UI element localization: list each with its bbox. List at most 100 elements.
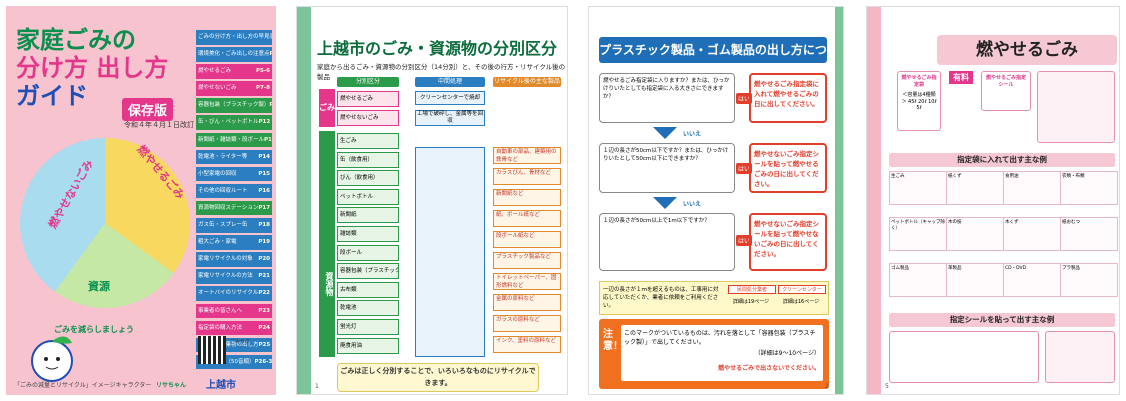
toc-item-label: 新聞紙・雑誌類・段ボール — [198, 136, 265, 143]
toc-item-page: P7-8 — [256, 85, 270, 92]
section-bag-examples: 指定袋に入れて出す主な例 — [889, 153, 1115, 167]
toc-item-page: P26-34 — [254, 358, 273, 365]
burnable-example-item: CD・DVD — [1003, 263, 1061, 297]
process-crushing: 工場で破砕し、金属等を回収 — [415, 110, 485, 126]
question-3: １辺の長さが50cm以上で1m以下ですか？ — [599, 213, 735, 271]
toc-item[interactable]: その他の回収ルート P16 — [196, 183, 272, 199]
burnable-example-label: ゴム製品 — [891, 266, 909, 271]
shigen-category-item: 蛍光灯 — [337, 319, 399, 335]
burnable-example-item: プラ製品 — [1060, 263, 1118, 297]
paid-badge: 有料 — [949, 71, 973, 84]
no-label-1: いいえ — [683, 131, 702, 138]
yes-label-1: はい — [736, 93, 753, 104]
shigen-category-item: 古布類 — [337, 281, 399, 298]
toc-item-label: 粗大ごみ・家電 — [198, 239, 237, 246]
toc-item[interactable]: 容器包装（プラスチック製）P9-11 — [196, 98, 272, 113]
caution-text: このマークがついているものは、汚れを落として「容器包装（プラスチック製）」で出し… — [624, 330, 816, 346]
recycle-product-item: 金属の原料など — [493, 294, 561, 311]
toc-item[interactable]: 環境美化・ごみ出しの注意点P3-4 — [196, 47, 272, 62]
burnable-example-item: 革製品 — [946, 263, 1004, 297]
column-header-category: 分別区分 — [337, 77, 399, 87]
burnable-example-label: 木くず — [1005, 220, 1019, 225]
recycle-product-item: 段ボール紙など — [493, 231, 561, 248]
page-number: 2 — [825, 383, 829, 390]
toc-item-page: P3-4 — [269, 51, 272, 58]
toc-item-label: その他の回収ルート — [198, 187, 248, 194]
burnable-example-label: 革製品 — [948, 266, 962, 271]
plastic-disposal-page: プラスチック製品・ゴム製品の出し方について 燃やせるごみ指定袋に入りますか？また… — [588, 6, 844, 395]
oversize-text: 一辺の長さが１ｍを超えるものは、工事用に対応していただくか、業者に依頼をご利用く… — [603, 287, 719, 309]
toc-item-page: P17 — [258, 204, 271, 211]
table-of-contents: ごみの分け方・出し方の早見表P1-2 環境美化・ごみ出しの注意点P3-4 燃やせるご… — [196, 30, 272, 372]
section-sticker-examples: 指定シールを貼って出す主な例 — [889, 313, 1115, 327]
page-title: 燃やせるごみ — [937, 35, 1117, 65]
recycle-product-item: トイレットペーパー、固形燃料など — [493, 273, 561, 290]
shigen-category-item: 廃食用油 — [337, 337, 399, 354]
toc-item-label: 燃やせないごみ — [198, 85, 237, 92]
shigen-category-item: 容器包装（プラスチック製） — [337, 263, 399, 280]
burnable-example-item: 生ごみ — [889, 171, 947, 205]
toc-item-page: P24 — [258, 324, 270, 331]
mascot-caption: 「ごみの減量とリサイクル」イメージキャラクター — [14, 382, 152, 389]
group-gomi: ごみ — [319, 89, 335, 127]
toc-item-label: ごみの分け方・出し方の早見表 — [198, 34, 272, 40]
burnable-example-label: CD・DVD — [1005, 266, 1027, 271]
toc-item-label: 資源物回収ステーション — [198, 204, 259, 211]
toc-item-page: P21 — [258, 273, 270, 280]
label-resource: 資源 — [88, 280, 110, 293]
caution-box: 注意！！ このマークがついているものは、汚れを落として「容器包装（プラスチック製… — [599, 319, 829, 389]
burnable-example-item: 衣類・布類 — [1060, 171, 1118, 205]
tag-private-disposer: 民間処分業者 — [728, 285, 776, 294]
shigen-category-item: 雑誌類 — [337, 226, 399, 242]
page-edge-strip — [867, 7, 881, 394]
process-incineration: クリーンセンターで焼却 — [415, 91, 485, 105]
burnable-example-item: 食用油 — [1003, 171, 1061, 205]
burnable-example-label: 木の枝 — [948, 220, 962, 225]
gomi-category-item: 燃やせないごみ — [337, 110, 399, 126]
caution-label: 注意！！ — [603, 329, 633, 352]
page-number: 1 — [315, 383, 319, 390]
burnable-example-label: 食用油 — [1005, 174, 1019, 179]
toc-item[interactable]: 燃やせないごみ P7-8 — [196, 81, 272, 96]
city-logo: 上越市 — [206, 380, 236, 391]
burnable-example-label: 生ごみ — [891, 174, 905, 179]
shigen-category-item: びん（飲食用） — [337, 170, 399, 187]
toc-item-label: 容器包装（プラスチック製） — [198, 102, 270, 109]
cover-title-line2: 分け方 出し方 — [16, 54, 169, 82]
recycle-product-item: 紙、ボール紙など — [493, 210, 561, 227]
column-header-process: 中間処理 — [415, 77, 485, 87]
slogan-text: ごみを減らしましょう — [54, 325, 134, 334]
sorting-categories-page: 上越市のごみ・資源物の分別区分 家庭から出るごみ・資源物の分別区分（14分別）と… — [296, 6, 568, 395]
bag-sizes: ＜容量は4種類＞ 45ℓ 20ℓ 10ℓ 5ℓ — [901, 92, 937, 111]
shigen-category-item: 新聞紙 — [337, 207, 399, 224]
recycling-note: ごみは正しく分別することで、いろいろなものにリサイクルできます。 — [337, 363, 539, 392]
toc-item-page: P16 — [258, 187, 270, 194]
burnable-example-label: ペットボトル（キャップ除く） — [891, 220, 945, 231]
toc-item-page: P25 — [258, 341, 271, 348]
arrow-down-icon — [653, 127, 677, 139]
shigen-category-item: 缶（飲食用） — [337, 151, 399, 168]
toc-item[interactable]: 新聞紙・雑誌類・段ボールP13 — [196, 132, 272, 148]
page-number: 5 — [885, 383, 889, 390]
bag-info: 燃やせるごみ指定袋 ＜容量は4種類＞ 45ℓ 20ℓ 10ℓ 5ℓ — [897, 71, 941, 131]
toc-item[interactable]: ごみの分け方・出し方の早見表P1-2 — [196, 30, 272, 45]
toc-item-page: P23 — [258, 307, 270, 314]
page-title: プラスチック製品・ゴム製品の出し方について — [599, 37, 827, 83]
question-2: １辺の長さが50cm以下ですか？または、ひっかけりいたとして50cm以下にできま… — [599, 143, 735, 193]
group-shigen: 資源物 — [319, 131, 335, 357]
burnable-example-item: 木くず — [1003, 217, 1061, 251]
qr-code[interactable] — [198, 336, 226, 364]
shigen-category-item: 段ボール — [337, 244, 399, 261]
